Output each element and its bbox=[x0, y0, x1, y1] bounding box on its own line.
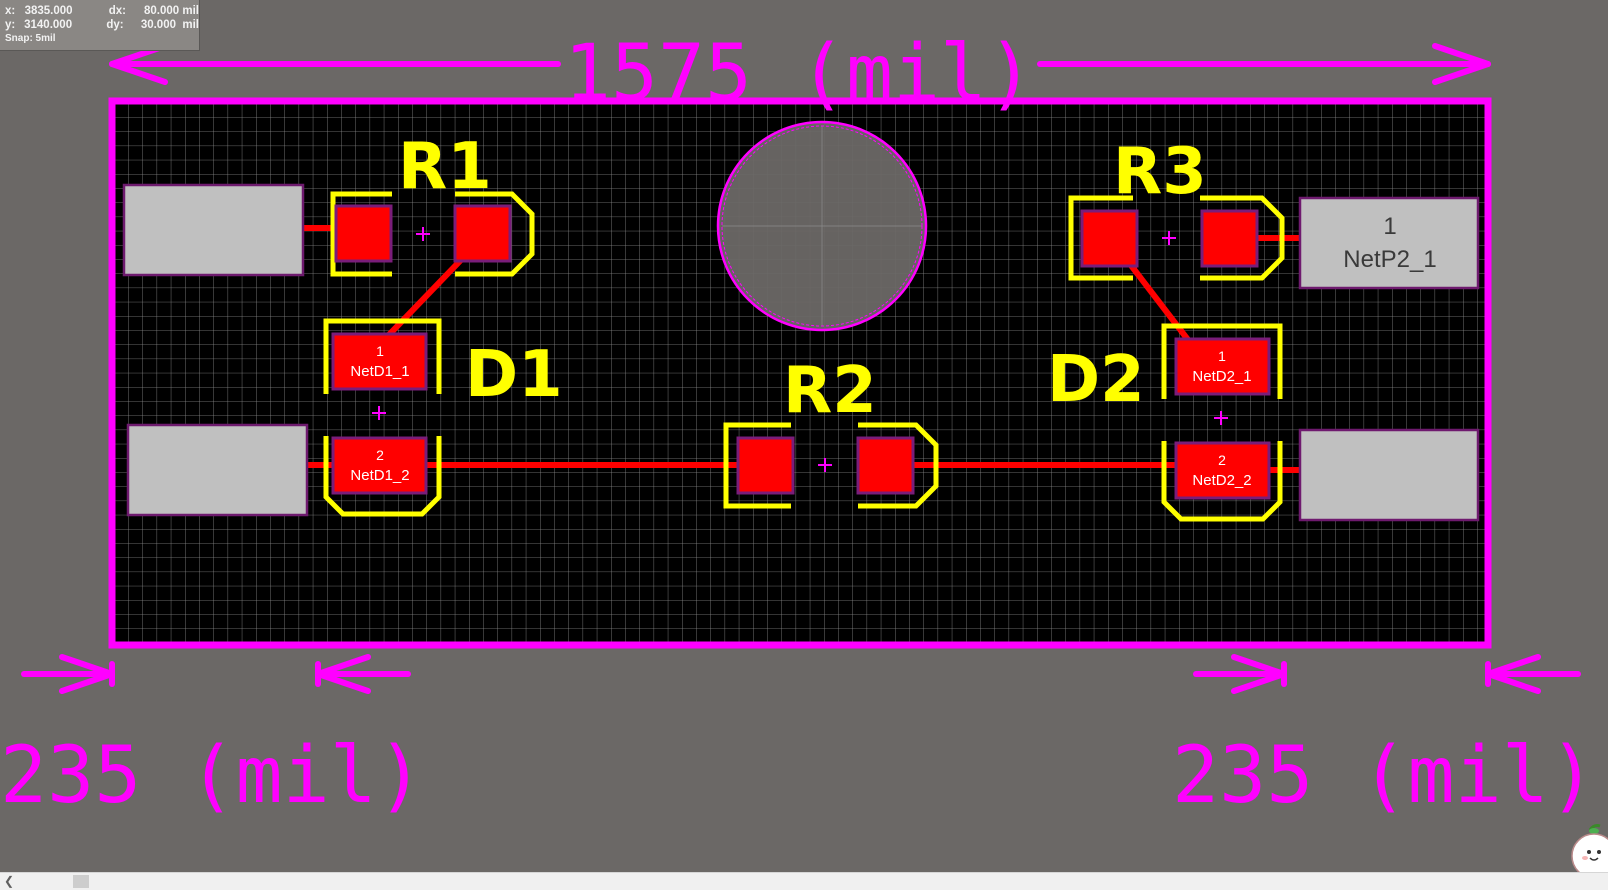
d1-pad-2[interactable] bbox=[331, 436, 428, 495]
board-outline[interactable] bbox=[108, 97, 1492, 649]
mascot-icon bbox=[1571, 824, 1608, 872]
r3-pad-1[interactable] bbox=[1080, 209, 1139, 268]
mounting-hole[interactable] bbox=[716, 120, 928, 332]
connector-pad-left-bottom[interactable] bbox=[126, 423, 309, 517]
chevron-left-icon[interactable]: ❮ bbox=[3, 874, 15, 888]
r3-pad-2[interactable] bbox=[1200, 209, 1259, 268]
scrollbar-thumb[interactable] bbox=[73, 875, 89, 888]
component-d2[interactable]: 1 NetD2_1 2 NetD2_2 D2 bbox=[1047, 323, 1283, 522]
d2-pad-1-number: 1 bbox=[1218, 348, 1226, 364]
pcb-canvas[interactable]: 1 NetP2_1 R1 1 NetD1_1 2 NetD1_2 D1 R2 bbox=[0, 0, 1608, 872]
dy-value: 30.000 mil bbox=[140, 19, 199, 31]
dimension-left-offset[interactable] bbox=[21, 654, 411, 694]
connector-pad-right-bottom[interactable] bbox=[1298, 428, 1480, 522]
connector-pad-right-top[interactable]: 1 NetP2_1 bbox=[1298, 196, 1480, 290]
component-r1[interactable]: R1 bbox=[330, 130, 535, 277]
component-r3[interactable]: R3 bbox=[1068, 135, 1285, 281]
p2-pad-net: NetP2_1 bbox=[1343, 246, 1436, 273]
d1-pad-2-net: NetD1_2 bbox=[350, 467, 409, 484]
dy-label: dy: bbox=[106, 19, 124, 31]
d2-designator: D2 bbox=[1047, 343, 1145, 417]
d2-pad-2-number: 2 bbox=[1218, 452, 1226, 468]
coordinate-readout: x: 3835.000 dx: 80.000 mil y: 3140.000 dy: 30.… bbox=[0, 0, 200, 51]
dx-value: 80.000 mil bbox=[144, 5, 199, 17]
snap-setting: Snap: 5mil bbox=[5, 33, 56, 44]
connector-pad-left-top[interactable] bbox=[122, 183, 305, 277]
p2-pad-number: 1 bbox=[1383, 213, 1396, 240]
r3-designator: R3 bbox=[1113, 135, 1207, 209]
component-r2[interactable]: R2 bbox=[723, 354, 939, 509]
dimension-right-offset-label: 235 (mil) bbox=[1172, 731, 1596, 821]
r1-pad-1[interactable] bbox=[334, 204, 393, 263]
r1-designator: R1 bbox=[398, 130, 492, 204]
d1-designator: D1 bbox=[465, 338, 563, 412]
d2-pad-1-net: NetD2_1 bbox=[1192, 368, 1251, 385]
dimension-left-offset-label: 235 (mil) bbox=[0, 731, 424, 821]
horizontal-scrollbar[interactable]: ❮ bbox=[0, 872, 1608, 890]
dx-label: dx: bbox=[108, 5, 127, 17]
component-d1[interactable]: 1 NetD1_1 2 NetD1_2 D1 bbox=[323, 318, 563, 517]
d1-pad-1-number: 1 bbox=[376, 343, 384, 359]
d1-pad-1-net: NetD1_1 bbox=[350, 363, 409, 380]
dimension-board-width-label: 1575 (mil) bbox=[564, 29, 1034, 119]
x-label: x: bbox=[5, 5, 16, 17]
dimension-right-offset[interactable] bbox=[1193, 654, 1581, 694]
d2-pad-2[interactable] bbox=[1174, 441, 1271, 500]
r1-pad-2[interactable] bbox=[453, 204, 512, 263]
r2-pad-1[interactable] bbox=[736, 436, 795, 495]
r2-designator: R2 bbox=[783, 354, 877, 428]
d2-pad-1[interactable] bbox=[1174, 337, 1271, 396]
y-value: 3140.000 bbox=[24, 19, 73, 31]
d1-pad-2-number: 2 bbox=[376, 447, 384, 463]
r2-pad-2[interactable] bbox=[856, 436, 915, 495]
d2-pad-2-net: NetD2_2 bbox=[1192, 472, 1251, 489]
x-value: 3835.000 bbox=[24, 5, 73, 17]
y-label: y: bbox=[5, 19, 16, 31]
d1-pad-1[interactable] bbox=[331, 332, 428, 391]
